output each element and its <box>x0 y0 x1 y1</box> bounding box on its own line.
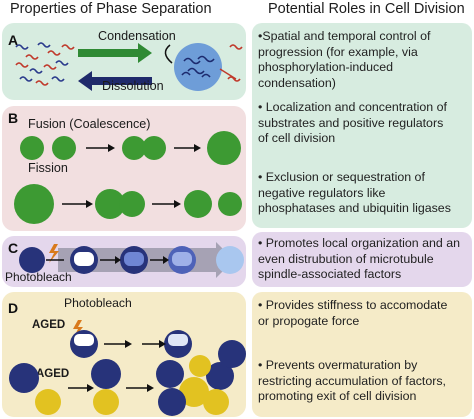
fusion-label: Fusion (Coalescence) <box>28 117 151 131</box>
gold-droplet-icon <box>203 389 229 415</box>
condensate-droplet-icon <box>174 43 222 91</box>
role-5-line: • Provides stiffness to accomodate <box>258 298 448 312</box>
panel-c-graphic <box>19 242 244 278</box>
dissolution-label: Dissolution <box>102 79 164 93</box>
droplet-icon <box>14 184 54 224</box>
navy-droplet-icon <box>91 359 121 389</box>
role-3-line: negative regulators like <box>258 185 386 200</box>
navy-droplet-icon <box>156 360 184 388</box>
role-1-line: progression (for example, via <box>258 44 418 59</box>
panel-a-graphic <box>15 42 243 91</box>
curved-arrow-icon <box>164 44 173 64</box>
droplet-icon <box>19 247 45 273</box>
panel-d-label: D <box>8 300 19 316</box>
role-1: •Spatial and temporal control of progres… <box>258 29 472 91</box>
gold-droplet-icon <box>93 389 119 415</box>
panel-b-label: B <box>8 110 19 126</box>
navy-droplet-icon <box>206 362 234 390</box>
gold-droplet-icon <box>35 389 61 415</box>
role-2-line: substrates and positive regulators <box>258 115 444 130</box>
lightning-icon <box>49 244 59 263</box>
role-2-line: • Localization and concentration of <box>258 100 447 114</box>
role-4-line: even distrubution of microtubule <box>258 251 434 266</box>
dispersed-molecules-icon <box>15 42 75 86</box>
roles-yellow-box <box>252 292 472 417</box>
role-3: • Exclusion or sequestration of negative… <box>258 170 472 217</box>
role-6-line: • Prevents overmaturation by <box>258 358 418 372</box>
panel-b-graphic <box>14 131 242 224</box>
droplet-icon <box>218 192 242 216</box>
droplet-icon <box>142 136 166 160</box>
role-2: • Localization and concentration of subs… <box>258 100 472 147</box>
aged-label-bottom: AGED <box>36 368 70 380</box>
roles-purple-box <box>252 232 472 287</box>
role-6: • Prevents overmaturation by restricting… <box>258 358 472 405</box>
role-3-line: • Exclusion or sequestration of <box>258 170 425 184</box>
droplet-icon <box>52 136 76 160</box>
role-1-line: phosphorylation-induced <box>258 60 394 75</box>
role-5-line: or propogate force <box>258 313 360 328</box>
photobleach-label-d: Photobleach <box>64 296 132 310</box>
role-1-line: condensation) <box>258 75 336 90</box>
right-header: Potential Roles in Cell Division <box>268 1 465 17</box>
role-4-line: • Promotes local organization and an <box>258 236 461 250</box>
gold-droplet-icon <box>179 377 209 407</box>
fission-label: Fission <box>28 161 68 175</box>
recovered-droplet-icon <box>216 246 244 274</box>
role-3-line: phosphatases and ubiquitin ligases <box>258 201 451 216</box>
roles-green-box <box>252 23 472 228</box>
droplet-icon <box>20 136 44 160</box>
droplet-icon <box>122 136 146 160</box>
dissolution-arrow-icon <box>78 71 152 91</box>
navy-droplet-icon <box>158 388 186 416</box>
role-2-line: of cell division <box>258 131 336 146</box>
role-1-line: •Spatial and temporal control of <box>258 29 431 43</box>
left-header: Properties of Phase Separation <box>10 1 212 17</box>
condensation-label: Condensation <box>98 29 176 43</box>
aged-label-top: AGED <box>32 319 66 331</box>
panel-d-graphic <box>9 320 246 416</box>
condensation-arrow-icon <box>78 43 152 63</box>
photobleach-label-c: Photobleach <box>5 270 72 284</box>
droplet-icon <box>95 189 125 219</box>
droplet-icon <box>207 131 241 165</box>
panel-a-label: A <box>8 32 19 48</box>
role-6-line: promoting exit of cell division <box>258 389 417 404</box>
navy-droplet-icon <box>9 363 39 393</box>
role-4-line: spindle-associated factors <box>258 267 402 282</box>
droplet-icon <box>119 191 145 217</box>
droplet-icon <box>184 190 212 218</box>
role-4: • Promotes local organization and an eve… <box>258 236 472 283</box>
role-5: • Provides stiffness to accomodate or pr… <box>258 298 472 329</box>
panel-c-label: C <box>8 240 19 256</box>
role-6-line: restricting accumulation of factors, <box>258 373 447 388</box>
navy-droplet-icon <box>218 340 246 368</box>
gold-droplet-icon <box>189 355 211 377</box>
